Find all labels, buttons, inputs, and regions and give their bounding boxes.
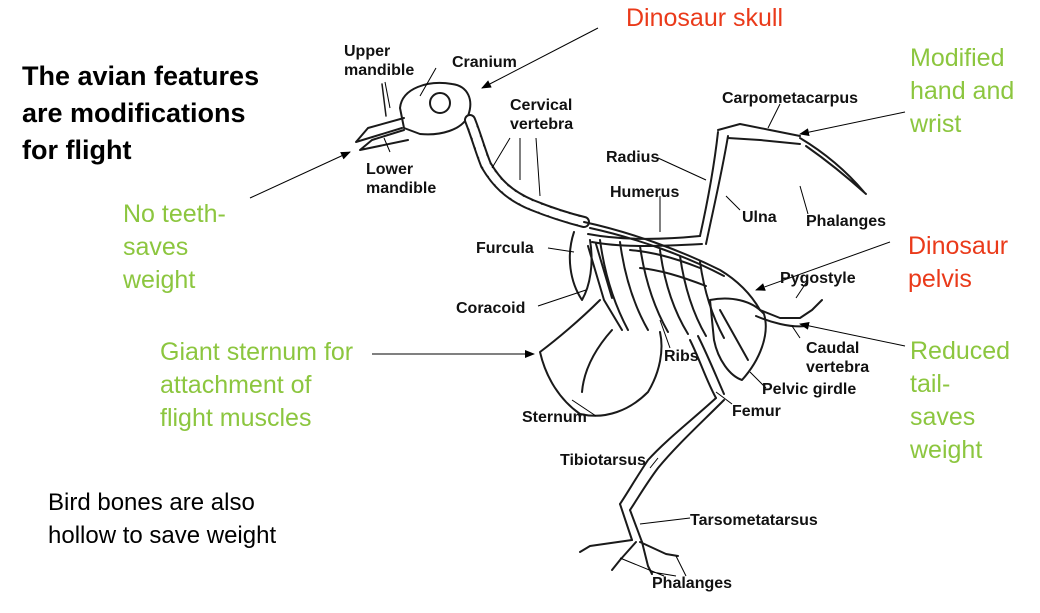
label-cranium: Cranium [452, 53, 517, 72]
headline: The avian features are modifications for… [22, 58, 259, 169]
label-sternum: Sternum [522, 408, 587, 427]
annotation-modified-hand: Modified hand and wrist [910, 42, 1014, 141]
annotation-dinosaur-pelvis: Dinosaur pelvis [908, 230, 1008, 296]
annotation-no-teeth: No teeth- saves weight [123, 198, 226, 297]
label-cervical-vertebra: Cervical vertebra [510, 96, 573, 134]
carpometacarpus [718, 124, 800, 144]
label-coracoid: Coracoid [456, 299, 525, 318]
furcula [570, 232, 592, 300]
foot-phalanges [580, 540, 678, 574]
hollow-bones-note: Bird bones are also hollow to save weigh… [48, 486, 276, 552]
label-ulna: Ulna [742, 208, 777, 227]
label-caudal-vertebra: Caudal vertebra [806, 339, 869, 377]
annotation-reduced-tail: Reduced tail- saves weight [910, 335, 1010, 467]
sternum-keel [540, 300, 662, 416]
femur [690, 336, 724, 398]
label-upper-mandible: Upper mandible [344, 42, 414, 80]
label-carpometacarpus: Carpometacarpus [722, 89, 858, 108]
humerus [588, 234, 700, 239]
label-tarsometatarsus: Tarsometatarsus [690, 511, 818, 530]
label-pelvic-girdle: Pelvic girdle [762, 380, 856, 399]
label-phalanges-wing: Phalanges [806, 212, 886, 231]
label-pygostyle: Pygostyle [780, 269, 856, 288]
spine [584, 222, 760, 310]
label-tibiotarsus: Tibiotarsus [560, 451, 646, 470]
arrow-no-teeth [250, 152, 350, 198]
arrow-modified-hand [800, 112, 905, 134]
label-femur: Femur [732, 402, 781, 421]
label-ribs: Ribs [664, 347, 699, 366]
leader-lines [384, 68, 808, 576]
skull [400, 83, 470, 134]
coracoid [588, 244, 622, 330]
wing-phalanges [800, 138, 866, 194]
label-radius: Radius [606, 148, 659, 167]
tail [760, 300, 822, 318]
label-furcula: Furcula [476, 239, 534, 258]
annotation-giant-sternum: Giant sternum for attachment of flight m… [160, 336, 353, 435]
pelvis [710, 299, 766, 380]
label-humerus: Humerus [610, 183, 679, 202]
annotation-dinosaur-skull: Dinosaur skull [626, 2, 783, 35]
label-lower-mandible: Lower mandible [366, 160, 436, 198]
label-phalanges-foot: Phalanges [652, 574, 732, 593]
radius-ulna [700, 132, 728, 244]
eye-orbit [430, 93, 450, 113]
